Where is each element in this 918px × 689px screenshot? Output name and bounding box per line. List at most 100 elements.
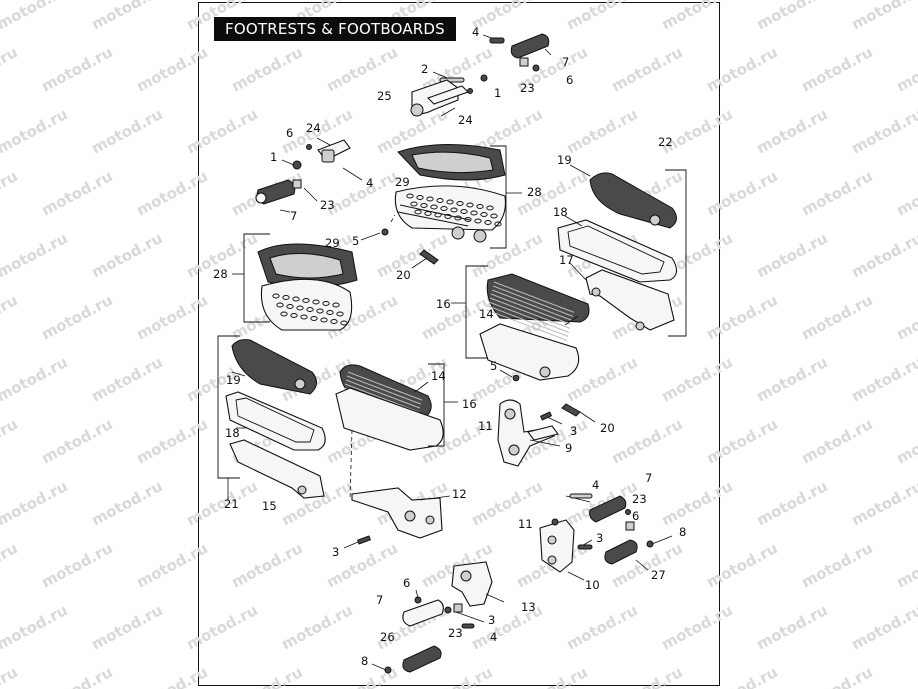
watermark-text: motod.ru — [88, 229, 165, 281]
part-callout: 24 — [306, 121, 321, 135]
watermark-text: motod.ru — [753, 0, 830, 34]
footpeg-lower-right-assembly — [539, 493, 673, 581]
part-callout: 6 — [403, 576, 410, 590]
watermark-text: motod.ru — [608, 663, 685, 689]
watermark-text: motod.ru — [563, 601, 640, 653]
footboard-oval-top — [360, 143, 522, 269]
part-callout: 28 — [213, 267, 228, 281]
watermark-text: motod.ru — [893, 663, 918, 689]
part-callout: 23 — [320, 198, 335, 212]
part-callout: 19 — [226, 373, 241, 387]
watermark-text: motod.ru — [0, 353, 71, 405]
watermark-text: motod.ru — [0, 415, 21, 467]
watermark-text: motod.ru — [183, 601, 260, 653]
part-callout: 4 — [366, 176, 373, 190]
watermark-text: motod.ru — [893, 415, 918, 467]
footboard-oval-left — [232, 233, 358, 331]
watermark-text: motod.ru — [0, 229, 71, 281]
watermark-text: motod.ru — [88, 477, 165, 529]
part-callout: 25 — [377, 89, 392, 103]
part-callout: 4 — [592, 478, 599, 492]
part-callout: 6 — [286, 126, 293, 140]
part-callout: 7 — [290, 209, 297, 223]
watermark-text: motod.ru — [38, 167, 115, 219]
part-callout: 16 — [462, 397, 477, 411]
part-callout: 18 — [225, 426, 240, 440]
part-callout: 23 — [520, 81, 535, 95]
watermark-text: motod.ru — [0, 167, 21, 219]
watermark-text: motod.ru — [703, 539, 780, 591]
watermark-text: motod.ru — [753, 477, 830, 529]
watermark-text: motod.ru — [563, 105, 640, 157]
watermark-text: motod.ru — [418, 663, 495, 689]
part-callout: 10 — [585, 578, 600, 592]
watermark-text: motod.ru — [468, 477, 545, 529]
part-callout: 4 — [490, 630, 497, 644]
watermark-text: motod.ru — [658, 601, 735, 653]
watermark-text: motod.ru — [798, 167, 875, 219]
watermark-text: motod.ru — [323, 167, 400, 219]
watermark-text: motod.ru — [88, 601, 165, 653]
watermark-text: motod.ru — [133, 539, 210, 591]
watermark-text: motod.ru — [228, 43, 305, 95]
part-callout: 17 — [559, 253, 574, 267]
part-callout: 19 — [557, 153, 572, 167]
watermark-text: motod.ru — [133, 415, 210, 467]
watermark-text: motod.ru — [133, 167, 210, 219]
part-callout: 15 — [262, 499, 277, 513]
part-callout: 7 — [645, 471, 652, 485]
watermark-text: motod.ru — [848, 477, 918, 529]
watermark-text: motod.ru — [848, 0, 918, 34]
part-callout: 5 — [352, 234, 359, 248]
footboard-rect-assembly-left — [217, 335, 326, 500]
watermark-text: motod.ru — [183, 477, 260, 529]
part-callout: 1 — [494, 86, 501, 100]
footpeg-top-assembly — [410, 33, 552, 117]
watermark-text: motod.ru — [703, 415, 780, 467]
part-callout: 4 — [472, 25, 479, 39]
watermark-text: motod.ru — [848, 353, 918, 405]
part-callout: 26 — [380, 630, 395, 644]
part-callout: 8 — [679, 525, 686, 539]
part-callout: 12 — [452, 487, 467, 501]
watermark-text: motod.ru — [0, 0, 71, 34]
watermark-text: motod.ru — [703, 167, 780, 219]
part-callout: 16 — [436, 297, 451, 311]
watermark-text: motod.ru — [893, 539, 918, 591]
part-callout: 13 — [521, 600, 536, 614]
watermark-text: motod.ru — [88, 353, 165, 405]
part-callout: 29 — [325, 236, 340, 250]
watermark-text: motod.ru — [608, 415, 685, 467]
watermark-text: motod.ru — [183, 105, 260, 157]
part-callout: 23 — [448, 626, 463, 640]
part-callout: 11 — [518, 517, 533, 531]
watermark-text: motod.ru — [798, 291, 875, 343]
watermark-text: motod.ru — [798, 539, 875, 591]
part-callout: 20 — [396, 268, 411, 282]
footpeg-left-assembly — [255, 137, 363, 213]
watermark-text: motod.ru — [0, 601, 71, 653]
footpeg-bottom-assembly — [371, 561, 505, 674]
watermark-text: motod.ru — [703, 663, 780, 689]
part-callout: 7 — [562, 55, 569, 69]
part-callout: 22 — [658, 135, 673, 149]
watermark-text: motod.ru — [848, 601, 918, 653]
part-callout: 3 — [570, 424, 577, 438]
watermark-text: motod.ru — [0, 477, 71, 529]
watermark-text: motod.ru — [893, 291, 918, 343]
footboard-rect-assembly-right — [557, 164, 687, 337]
watermark-text: motod.ru — [0, 105, 71, 157]
watermark-text: motod.ru — [753, 601, 830, 653]
watermark-text: motod.ru — [228, 663, 305, 689]
watermark-text: motod.ru — [228, 539, 305, 591]
part-callout: 9 — [565, 441, 572, 455]
watermark-text: motod.ru — [848, 105, 918, 157]
part-callout: 6 — [566, 73, 573, 87]
part-callout: 7 — [376, 593, 383, 607]
part-callout: 18 — [553, 205, 568, 219]
watermark-text: motod.ru — [658, 105, 735, 157]
part-callout: 14 — [431, 369, 446, 383]
part-callout: 20 — [600, 421, 615, 435]
watermark-text: motod.ru — [133, 43, 210, 95]
